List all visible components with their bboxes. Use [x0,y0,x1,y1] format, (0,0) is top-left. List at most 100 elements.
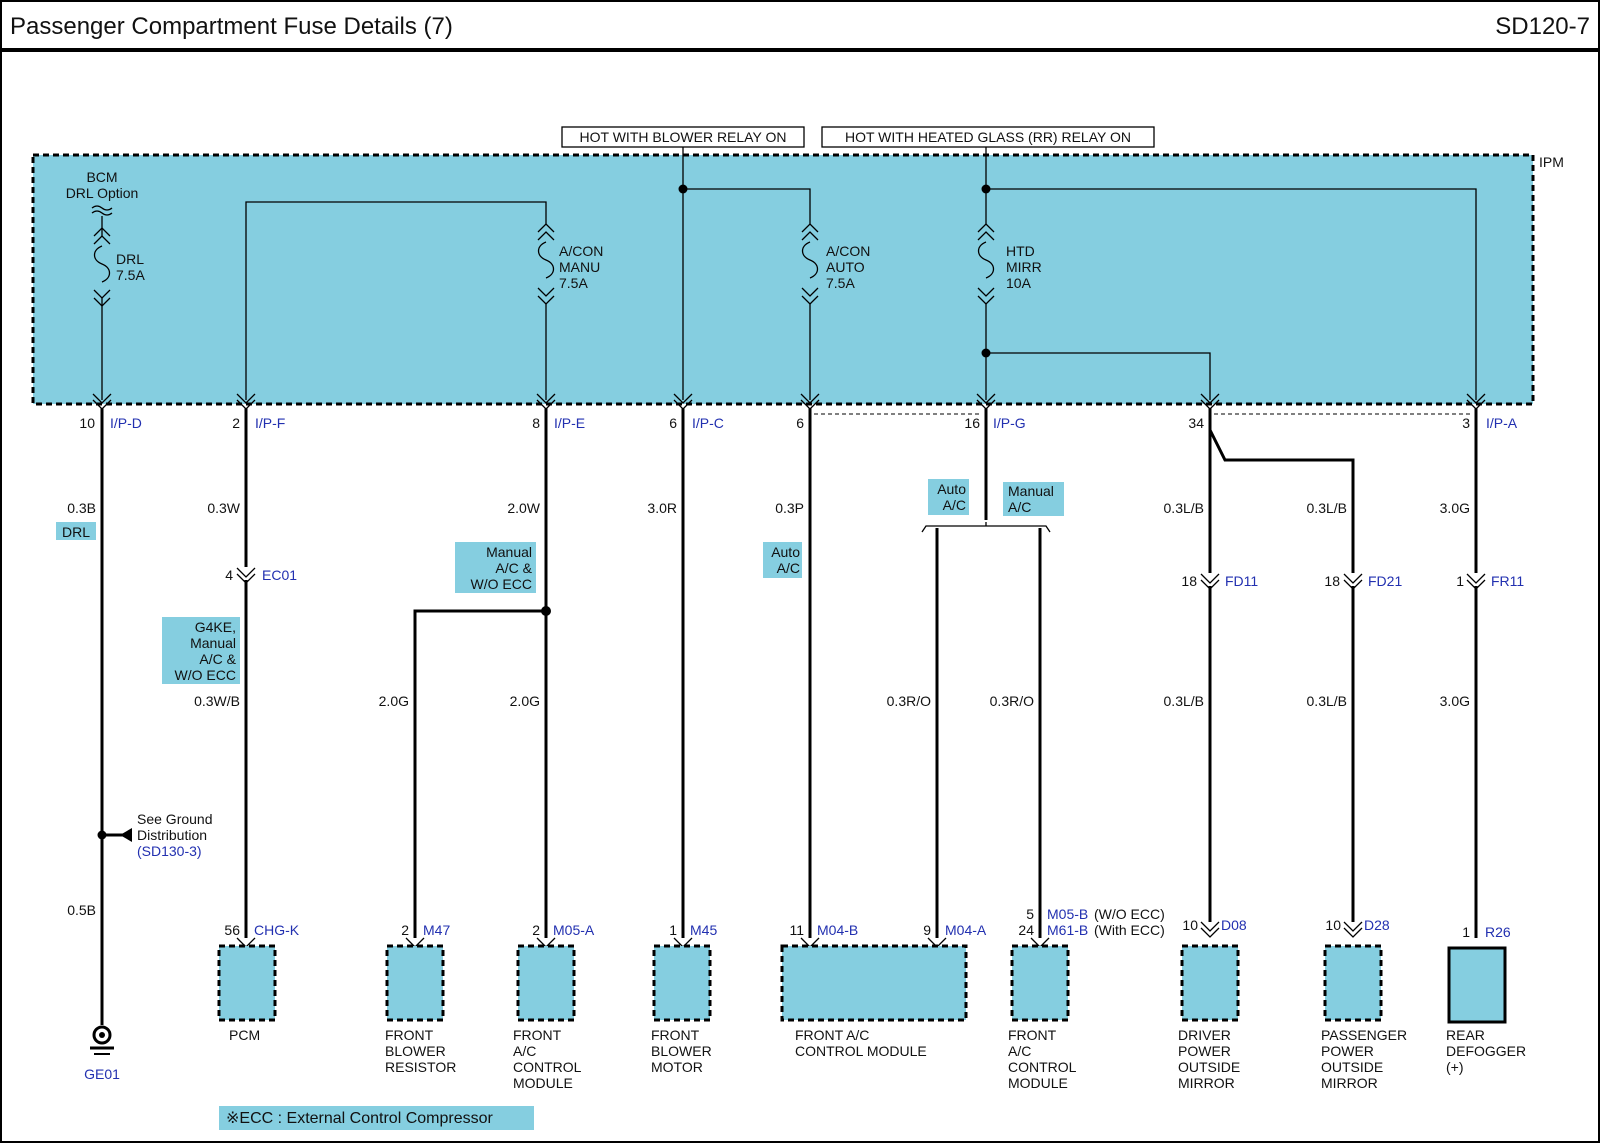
footnote-box [219,1106,534,1130]
tag-drl: DRL [62,524,90,540]
wire-manual-b: 0.3R/O [990,693,1034,709]
resistor-label-2: BLOWER [385,1043,446,1059]
tag-g4ke-box [162,617,240,684]
hot-heated-glass-label: HOT WITH HEATED GLASS (RR) RELAY ON [845,129,1131,145]
fd21-pin: 18 [1324,573,1340,589]
tag-auto-ac-1: Auto [771,544,800,560]
m05-label-2: A/C [1008,1043,1031,1059]
conn-ip-a: I/P-A [1486,415,1518,431]
pin-defog: 3 [1462,415,1470,431]
splice-heated-top [981,184,991,194]
fuse-drl-rating: 7.5A [116,267,145,283]
conn-ip-c: I/P-C [692,415,724,431]
auto-module-pin-b: 11 [789,922,804,938]
pass-mirror-pin: 10 [1325,917,1341,933]
fd21-chevron [1343,573,1363,590]
m05-pin-2: 24 [1018,922,1034,938]
ipm-box [31,153,1535,406]
pass-mirror-label-3: OUTSIDE [1321,1059,1383,1075]
manual-module-label-3: CONTROL [513,1059,582,1075]
fuse-drl-symbol [93,227,111,307]
wire-driver-bottom: 0.3L/B [1164,693,1204,709]
ec01-pin: 4 [225,567,233,583]
wire-defog-bottom: 3.0G [1440,693,1470,709]
drl-option-label: DRL Option [66,185,139,201]
wire-pcm-bottom: 0.3W/B [194,693,240,709]
pin-manu: 8 [532,415,540,431]
wire-resistor: 2.0G [379,693,409,709]
ec01-chevron [236,567,256,584]
tag-g4ke-2: Manual [190,635,236,651]
tag-auto-ac-2-box [928,479,969,515]
driver-mirror-box [1180,944,1240,1022]
driver-mirror-label-2: POWER [1178,1043,1231,1059]
pcm-box [217,944,277,1022]
manual-module-conn: M05-A [553,922,595,938]
pin-mirror: 34 [1188,415,1204,431]
tag-g4ke-4: W/O ECC [175,667,236,683]
hot-heated-glass-box [821,126,1155,148]
tag-auto-ac-2-1: Auto [937,481,966,497]
ac-option-branch [921,522,1051,533]
wire-driver-top: 0.3L/B [1164,500,1204,516]
pcm-label: PCM [229,1027,260,1043]
splice-manual [541,606,551,616]
tag-manual-ecc-3: W/O ECC [471,576,532,592]
tag-manual-ecc-1: Manual [486,544,532,560]
pass-mirror-label-2: POWER [1321,1043,1374,1059]
page-title: Passenger Compartment Fuse Details (7) [10,13,453,40]
pin-auto: 6 [796,415,804,431]
pin-pcm: 2 [232,415,240,431]
fuse-acon-auto-type: AUTO [826,259,865,275]
pass-mirror-label-4: MIRROR [1321,1075,1378,1091]
resistor-conn: M47 [423,922,450,938]
manual-module-label-2: A/C [513,1043,536,1059]
m05-module-box [1010,944,1070,1022]
fuse-htd-mirr-symbol [977,223,995,305]
wire-pass-bottom: 0.3L/B [1307,693,1347,709]
tag-drl-box [56,522,96,540]
fd11-name: FD11 [1225,573,1258,589]
fuse-acon-manu-rating: 7.5A [559,275,588,291]
defogger-pin: 1 [1462,924,1470,940]
wire-auto: 0.3P [775,500,804,516]
auto-module-label-2: CONTROL MODULE [795,1043,927,1059]
pass-mirror-label-1: PASSENGER [1321,1027,1407,1043]
tag-g4ke-3: A/C & [199,651,236,667]
blower-motor-box [652,944,712,1022]
driver-mirror-pin: 10 [1182,917,1198,933]
wire-defog-top: 3.0G [1440,500,1470,516]
fuse-acon-auto-rating: 7.5A [826,275,855,291]
wire-drl-ground: 0.5B [67,902,96,918]
tag-manual-ac-2: A/C [1008,499,1031,515]
fr11-name: FR11 [1491,573,1524,589]
resistor-box [385,944,445,1022]
wire-auto-a: 0.3R/O [887,693,931,709]
tag-auto-ac-2-2: A/C [943,497,966,513]
wire-drl: 0.3B [67,500,96,516]
resistor-label-1: FRONT [385,1027,434,1043]
wire-manu: 2.0W [507,500,540,516]
fuse-htd-mirr-name: HTD [1006,243,1035,259]
ipm-label: IPM [1539,154,1564,170]
blower-motor-pin: 1 [669,922,677,938]
wire-pass-top: 0.3L/B [1307,500,1347,516]
wire-module: 2.0G [510,693,540,709]
fuse-acon-auto-symbol [801,223,819,305]
fd11-pin: 18 [1181,573,1197,589]
pass-mirror-conn: D28 [1364,917,1390,933]
fuse-acon-manu-symbol [537,223,555,305]
ground-name: GE01 [84,1066,120,1082]
fuse-acon-auto-name: A/CON [826,243,870,259]
fuse-acon-manu-name: A/CON [559,243,603,259]
m05-pin-1: 5 [1026,906,1034,922]
pass-mirror-box [1323,944,1383,1022]
tag-manual-ecc-box [455,542,536,593]
fd11-chevron [1200,573,1220,590]
auto-module-pin-a: 9 [923,922,931,938]
manual-module-pin: 2 [532,922,540,938]
blower-motor-label-3: MOTOR [651,1059,703,1075]
fd21-name: FD21 [1368,573,1402,589]
